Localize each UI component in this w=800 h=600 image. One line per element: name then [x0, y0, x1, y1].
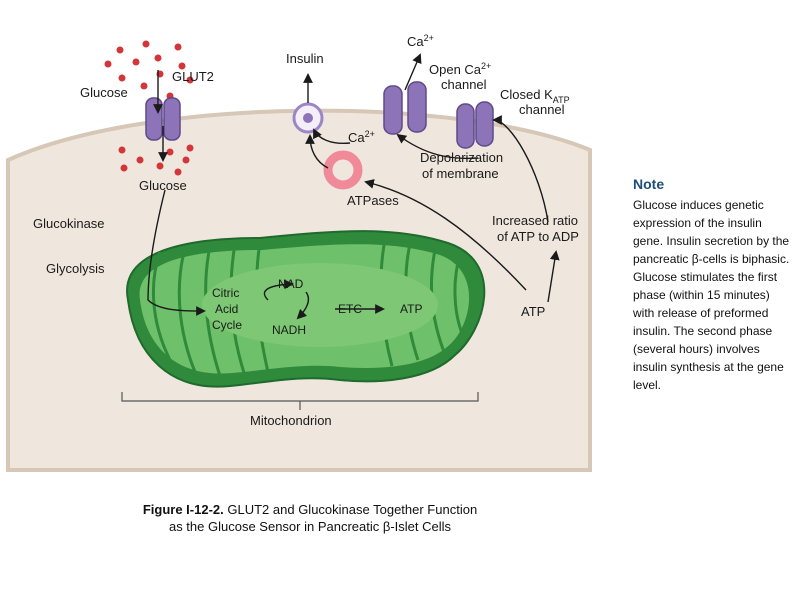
note-panel: Note Glucose induces genetic expression …	[633, 176, 793, 394]
citric-acid-cycle-label: Citric	[212, 286, 239, 300]
ca-top-label: Ca2+	[407, 33, 434, 49]
increased-ratio-label: Increased ratio	[492, 213, 578, 228]
mitochondrion	[126, 230, 486, 388]
ca-inside-label: Ca2+	[348, 129, 375, 145]
glycolysis-label: Glycolysis	[46, 261, 105, 276]
mitochondrion-bracket	[121, 392, 479, 410]
glucokinase-label: Glucokinase	[33, 216, 105, 231]
open-ca-channel-label-2: channel	[441, 77, 487, 92]
pathway-arrows	[147, 53, 560, 320]
insulin-vesicle-icon	[292, 102, 324, 134]
atpase-icon	[323, 150, 363, 190]
caption-figure-number: Figure I-12-2.	[142, 502, 224, 517]
closed-katp-channel-label: Closed KATP	[500, 87, 570, 105]
glucose-molecules-inside	[118, 144, 194, 176]
nad-label: NAD	[278, 277, 304, 291]
citric-acid-cycle-label-2: Acid	[215, 302, 238, 316]
open-ca-channel-icon	[383, 81, 427, 135]
closed-katp-channel-label-2: channel	[519, 102, 565, 117]
glucose-outside-label: Glucose	[80, 85, 128, 100]
atp-inner-label: ATP	[400, 302, 422, 316]
caption-line-1: GLUT2 and Glucokinase Together Function	[227, 502, 478, 517]
glut2-label: GLUT2	[172, 69, 214, 84]
note-title: Note	[633, 176, 665, 192]
citric-acid-cycle-label-3: Cycle	[212, 318, 242, 332]
mitochondrion-label: Mitochondrion	[250, 413, 332, 428]
caption-line-2: as the Glucose Sensor in Pancreatic β-Is…	[168, 519, 452, 534]
increased-ratio-label-2: of ATP to ADP	[497, 229, 579, 244]
depolarization-label-2: of membrane	[422, 166, 499, 181]
depolarization-label: Depolarization	[420, 150, 503, 165]
etc-label: ETC	[338, 302, 362, 316]
glucose-molecules-outside	[104, 40, 194, 100]
atp-outer-label: ATP	[521, 304, 545, 319]
insulin-label: Insulin	[286, 51, 324, 66]
nadh-label: NADH	[272, 323, 306, 337]
note-body: Glucose induces genetic expression of th…	[633, 198, 790, 392]
glucose-inside-label: Glucose	[139, 178, 187, 193]
figure-caption: Figure I-12-2. GLUT2 and Glucokinase Tog…	[100, 501, 520, 535]
closed-katp-channel-icon	[456, 101, 494, 149]
open-ca-channel-label: Open Ca2+	[429, 61, 491, 77]
atpases-label: ATPases	[347, 193, 399, 208]
